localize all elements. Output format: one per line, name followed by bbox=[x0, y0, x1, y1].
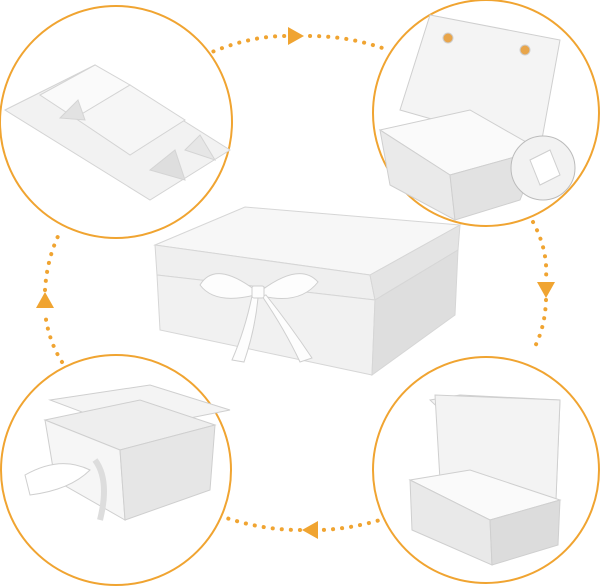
arrowheads bbox=[36, 27, 555, 539]
arrow-down-icon bbox=[537, 282, 555, 298]
gift-box-with-bow bbox=[153, 206, 462, 377]
ribbon-bow-icon bbox=[199, 273, 319, 363]
connector-bottom-right bbox=[320, 513, 397, 532]
connector-left-bottom bbox=[43, 310, 64, 364]
connector-top-right bbox=[308, 34, 390, 52]
arrow-right-icon bbox=[288, 27, 304, 45]
connector-right-bottom bbox=[530, 298, 548, 354]
connector-top-left bbox=[203, 33, 292, 57]
arrow-left-icon bbox=[302, 521, 318, 539]
connector-left-top bbox=[43, 230, 62, 292]
connector-bottom-left bbox=[208, 510, 302, 532]
flat-unfolded-box-icon bbox=[3, 64, 231, 201]
box-lid-open-icon bbox=[408, 394, 562, 566]
folding-box-icon bbox=[378, 14, 576, 221]
arrow-up-icon bbox=[36, 292, 54, 308]
box-side bbox=[371, 249, 459, 377]
connector-right-top bbox=[531, 220, 549, 280]
box-with-ribbon-icon bbox=[24, 384, 231, 521]
